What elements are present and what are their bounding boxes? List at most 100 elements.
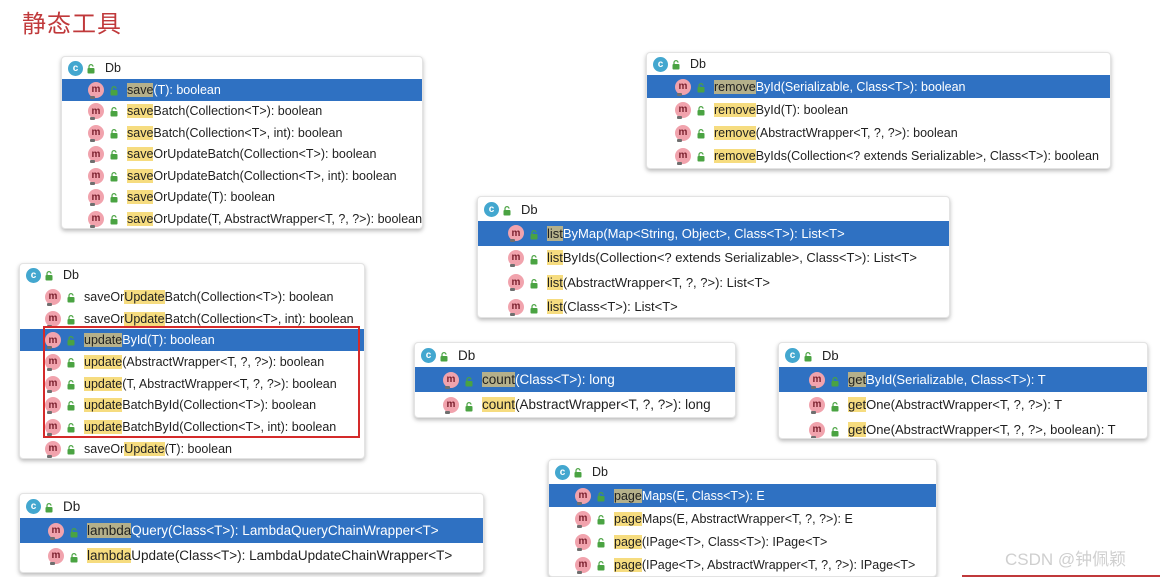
method-m-icon: m [88,103,104,121]
lock-icon [110,171,118,182]
lock-icon [67,314,75,325]
lock-icon [672,59,680,70]
lock-icon [110,149,118,160]
method-rest: ByMap(Map<String, Object>, Class<T>): Li… [562,225,845,241]
method-m-icon: m [45,440,61,458]
method-m-icon: m [675,124,691,142]
lock-icon [110,106,118,117]
matched-text: list [547,225,563,241]
method-rest: BatchById(Collection<T>, int): boolean [122,419,337,434]
method-rest: (T, AbstractWrapper<T, ?, ?>): boolean [122,376,337,391]
method-m-icon: m [443,371,459,389]
class-c-icon: c [26,267,41,283]
matched-text: page [614,488,642,503]
method-prefix: saveOr [84,311,125,326]
method-signature: getById(Serializable, Class<T>): T [848,372,1046,387]
method-suggestion-item[interactable]: m remove(AbstractWrapper<T, ?, ?>): boole… [647,121,1110,144]
method-signature: pageMaps(E, Class<T>): E [614,488,765,503]
method-signature: removeByIds(Collection<? extends Seriali… [714,148,1099,163]
class-c-icon: c [785,347,800,363]
matched-text: page [614,557,642,572]
lock-icon [67,292,75,303]
matched-text: Update [124,311,165,326]
method-signature: saveOrUpdate(T): boolean [127,190,275,205]
matched-text: get [848,372,867,387]
method-signature: page(IPage<T>, AbstractWrapper<T, ?, ?>)… [614,557,915,572]
matched-text: lambda [87,523,132,538]
watermark: CSDN @钟佩颖 [1005,550,1127,569]
matched-text: save [127,82,154,97]
lock-icon [503,204,511,216]
lock-icon [67,400,75,411]
lock-icon [440,350,448,362]
matched-text: save [127,190,154,205]
matched-text: remove [714,125,756,140]
matched-text: lambda [87,548,132,563]
matched-text: save [127,168,154,183]
method-rest: OrUpdateBatch(Collection<T>): boolean [153,147,377,162]
method-m-icon: m [508,274,524,292]
lock-icon [70,526,78,537]
method-signature: saveBatch(Collection<T>, int): boolean [127,125,342,140]
method-rest: (Class<T>): List<T> [562,299,678,315]
lock-icon [597,560,605,570]
matched-text: remove [714,79,756,94]
method-suggestion-item[interactable]: m updateBatchById(Collection<T>): boolean [20,394,364,416]
class-name: Db [63,268,79,282]
method-rest: (AbstractWrapper<T, ?, ?>): boolean [755,125,958,140]
lock-icon [110,214,118,225]
method-m-icon: m [508,249,524,267]
class-c-icon: c [68,60,83,76]
lock-icon [697,82,705,92]
lock-icon [697,128,705,138]
class-c-icon: c [421,347,436,363]
method-m-icon: m [45,397,61,415]
method-rest: (IPage<T>, Class<T>): IPage<T> [641,534,828,549]
method-signature: updateBatchById(Collection<T>): boolean [84,398,316,413]
matched-text: Update [124,441,165,456]
lock-icon [67,422,75,433]
class-c-icon: c [484,201,499,217]
method-m-icon: m [575,510,591,528]
method-m-icon: m [48,522,64,540]
method-prefix: saveOr [84,441,125,456]
lock-icon [45,501,53,513]
